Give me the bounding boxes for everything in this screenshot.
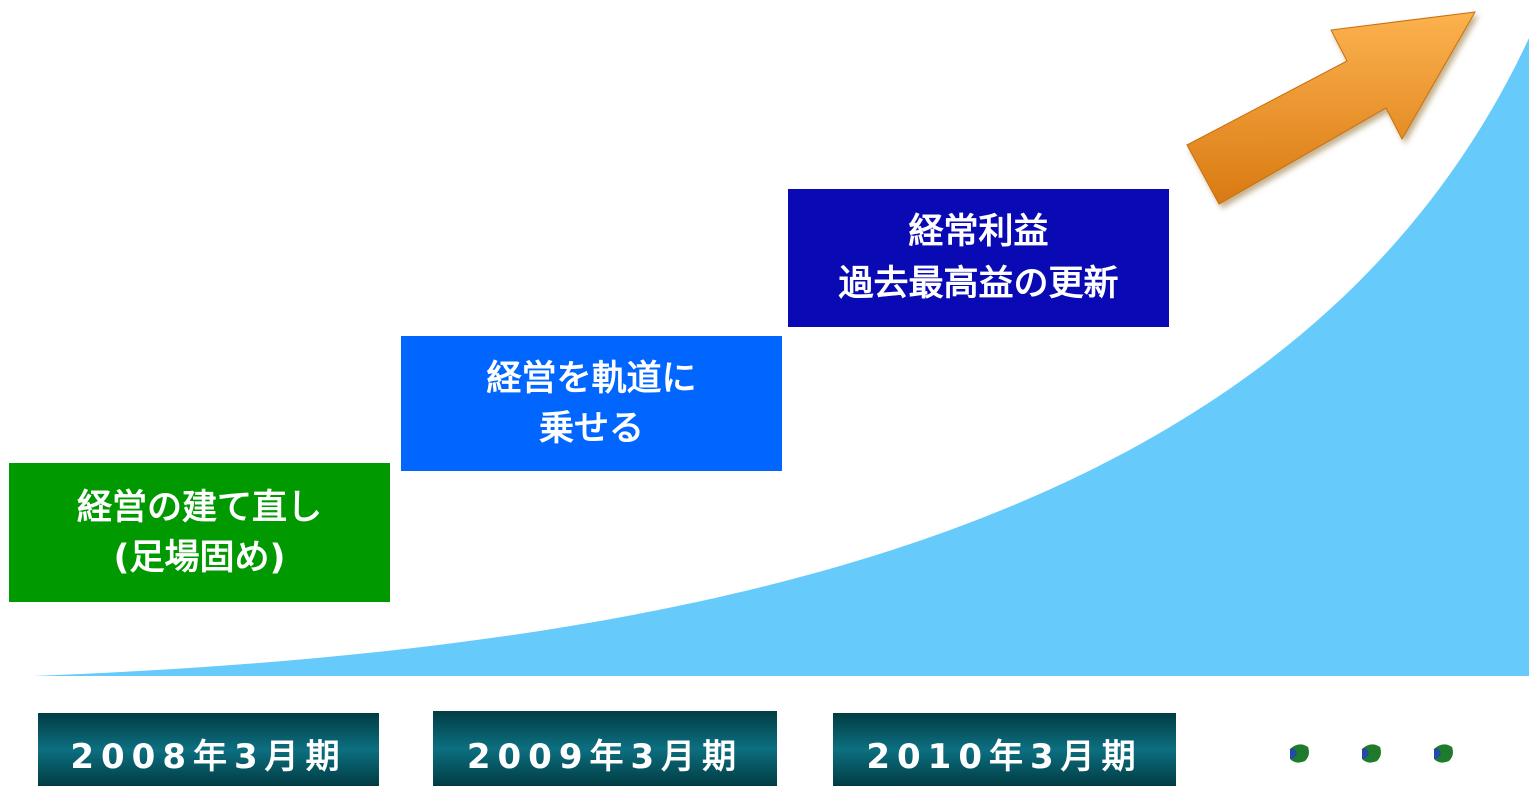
continuation-dot-icon bbox=[1290, 744, 1309, 763]
period-2-label: 2009年3月期 bbox=[466, 737, 744, 777]
stage-2-box bbox=[401, 336, 782, 471]
period-3-box bbox=[833, 713, 1176, 786]
stage-1-label: 経営の建て直し (足場固め) bbox=[9, 463, 390, 602]
period-3-label: 2010年3月期 bbox=[866, 737, 1143, 777]
stage-1-line-1: 経営の建て直し bbox=[76, 487, 322, 528]
stage-2-line-2: 乗せる bbox=[538, 408, 644, 449]
stage-3-line-2: 過去最高益の更新 bbox=[838, 264, 1119, 304]
stage-3-box bbox=[788, 189, 1169, 327]
stage-1-box bbox=[9, 463, 390, 602]
stage-2-label: 経営を軌道に 乗せる bbox=[401, 336, 782, 471]
stage-2-line-1: 経営を軌道に bbox=[486, 358, 697, 399]
period-1-box bbox=[38, 713, 379, 786]
continuation-dot-icon bbox=[1434, 744, 1453, 763]
period-1-label: 2008年3月期 bbox=[70, 737, 347, 777]
stage-3-label: 経常利益 過去最高益の更新 bbox=[788, 189, 1169, 327]
stage-1-line-2: (足場固め) bbox=[113, 537, 286, 578]
growth-curve bbox=[33, 38, 1529, 676]
stage-3-line-1: 経常利益 bbox=[908, 212, 1049, 252]
growth-arrow-icon bbox=[1186, 11, 1476, 205]
period-2-box bbox=[433, 711, 777, 786]
continuation-dot-icon bbox=[1362, 744, 1381, 763]
